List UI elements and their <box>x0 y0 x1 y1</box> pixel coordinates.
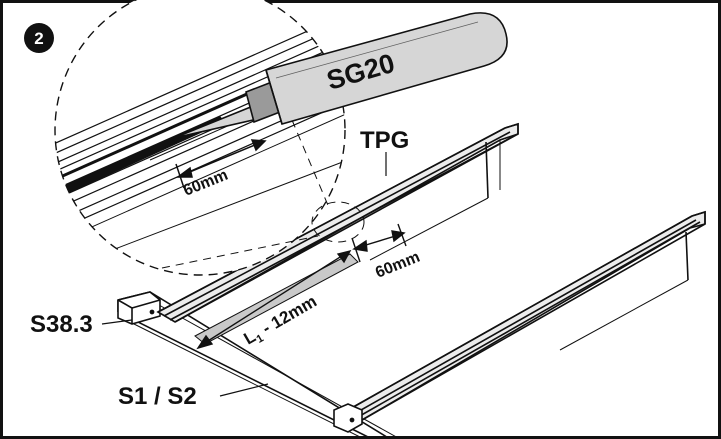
profile-label: TPG <box>360 127 409 154</box>
part-leader-s1-s2 <box>219 383 269 397</box>
part-leader-s38 <box>101 319 133 325</box>
zoom-dimension <box>175 139 267 189</box>
length-subscript: 1 <box>254 332 265 345</box>
sealant-tube <box>173 12 508 139</box>
step-number: 2 <box>34 29 43 48</box>
main-dimension-60 <box>351 223 407 263</box>
part-label-s1-s2: S1 / S2 <box>118 383 197 410</box>
frame-structure <box>117 122 706 439</box>
part-label-s38: S38.3 <box>30 311 93 338</box>
zoom-leader-lines <box>161 119 365 269</box>
step-badge: 2 <box>24 23 54 53</box>
end-cap-left <box>117 291 161 325</box>
length-dimension <box>196 249 352 350</box>
profile-rail-lower <box>333 210 706 433</box>
profile-rail-upper <box>156 122 519 323</box>
